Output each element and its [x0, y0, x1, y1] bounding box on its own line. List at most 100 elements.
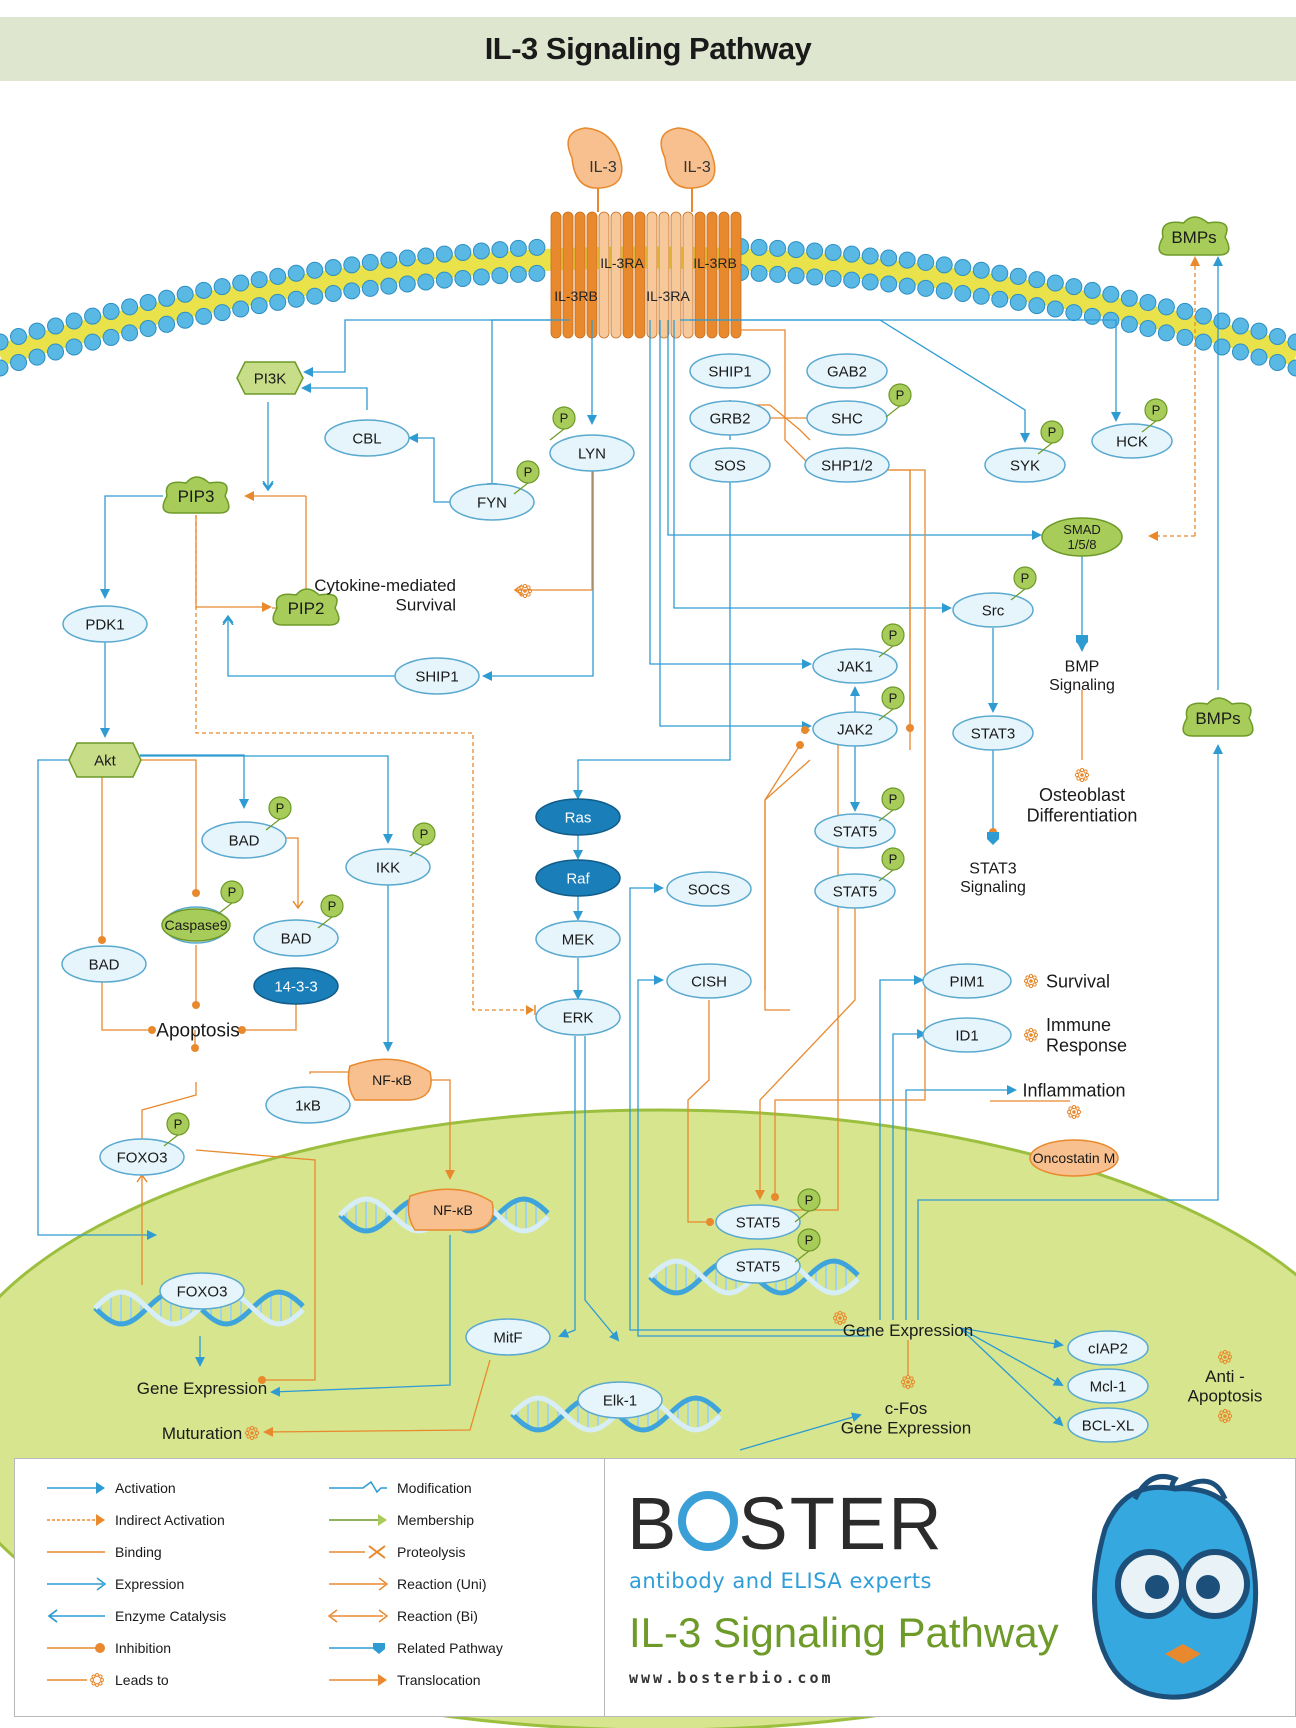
inflammation-outcome: Inflammation: [1022, 1080, 1125, 1100]
stat5-upper-node-label: STAT5: [833, 823, 877, 840]
pim1-node-label: PIM1: [949, 973, 984, 990]
bad-lower-phospho-label: P: [328, 899, 337, 914]
pdk1-node-shape: [62, 605, 148, 643]
brand-tagline: antibody and ELISA experts: [629, 1569, 933, 1593]
stat5-upper-node-shape: [814, 813, 896, 849]
shc-phospho-label: P: [896, 388, 905, 403]
lyn-phospho-label: P: [560, 411, 569, 426]
legend-enzyme-icon: [47, 1609, 105, 1623]
osteoblast-leads-icon: [1074, 767, 1090, 783]
mcl1-node-label: Mcl-1: [1090, 1378, 1127, 1395]
erk-node-label: ERK: [563, 1009, 594, 1026]
jak2-node-label: JAK2: [837, 721, 873, 738]
pi3k-node-shape: [236, 361, 304, 395]
src-node-shape: [952, 592, 1034, 628]
caspase9-shape: [161, 908, 231, 942]
brand-logo-right: STER: [738, 1482, 944, 1565]
legend-label: Enzyme Catalysis: [115, 1608, 227, 1624]
legend-item-translocation: Translocation: [325, 1669, 481, 1691]
stat5-nuclear-lower-phospho-icon: [797, 1228, 821, 1252]
legend-label: Indirect Activation: [115, 1512, 225, 1528]
legend-related-icon: [329, 1643, 385, 1654]
ikk-node-label: IKK: [376, 859, 400, 876]
hck-node-label: HCK: [1116, 433, 1148, 450]
id1-node-label: ID1: [955, 1027, 978, 1044]
fyn-node-shape: [449, 483, 535, 521]
stat5-lower-node-shape: [814, 873, 896, 909]
sos-node-label: SOS: [714, 457, 746, 474]
ship1-left-node-label: SHIP1: [415, 668, 458, 685]
legend-indirect-icon: [47, 1514, 105, 1526]
brand-logo-o-icon: [678, 1491, 739, 1551]
bad-upper-node-shape: [201, 821, 287, 859]
il3-receptor-complex: IL-3 IL-3 IL-3RA IL-3RB IL-3RB IL-3RA: [550, 127, 742, 339]
legend-translocation-icon: [329, 1674, 387, 1686]
akt-node-shape: [68, 742, 142, 778]
bad-left-node-label: BAD: [89, 956, 120, 973]
ship1-right-node-shape: [689, 353, 771, 389]
ship12-node-shape: [804, 447, 890, 483]
sos-node-shape: [689, 447, 771, 483]
maturation-outcome: Muturation: [162, 1424, 242, 1443]
src-phospho-label: P: [1021, 571, 1030, 586]
bad-upper-phospho-icon: [268, 796, 292, 820]
inflammation-leads-icon: [1066, 1104, 1082, 1120]
fyn-node-label: FYN: [477, 494, 507, 511]
page-title: IL-3 Signaling Pathway: [484, 31, 812, 66]
legend-proteolysis-icon: [329, 1545, 386, 1559]
bad-upper-node-label: BAD: [229, 832, 260, 849]
fyn-phospho-icon: [516, 460, 540, 484]
pim1-node-shape: [922, 963, 1012, 999]
erk-node-shape: [535, 998, 621, 1036]
bmp-related-pathway-icon: [1076, 635, 1088, 648]
gene-expression-leads-icon: [832, 1310, 848, 1326]
nfkb-nuclear-label: NF-κB: [433, 1202, 473, 1218]
legend-item-leads: Leads to: [43, 1669, 169, 1691]
lyn-node-label: LYN: [578, 445, 606, 462]
jak2-phospho-icon: [881, 686, 905, 710]
foxo3-upper-phospho-label: P: [174, 1117, 183, 1132]
legend-bi-icon: [327, 1609, 389, 1623]
foxo3-nuclear-node-shape: [159, 1272, 245, 1310]
caspase9-phospho-icon: [220, 880, 244, 904]
brand-logo-left: B: [627, 1482, 679, 1565]
immune-leads-icon: [1023, 1027, 1039, 1043]
cfos-leads-icon: [900, 1374, 916, 1390]
b1433-node-shape: [253, 967, 339, 1005]
il3-ligand-left: [567, 127, 623, 189]
mek-node-shape: [535, 920, 621, 958]
jak1-phospho-label: P: [889, 628, 898, 643]
foxo3-upper-node-shape: [99, 1138, 185, 1176]
stat5-upper-phospho-icon: [881, 787, 905, 811]
hck-node-shape: [1091, 423, 1173, 459]
stat5-upper-phospho-label: P: [889, 792, 898, 807]
jak1-node-shape: [812, 648, 898, 684]
ras-node-label: Ras: [565, 809, 592, 826]
legend-label: Related Pathway: [397, 1640, 503, 1656]
akt-node-label: Akt: [94, 752, 117, 769]
legend-label: Expression: [115, 1576, 185, 1592]
ship1-left-node-shape: [394, 657, 480, 695]
ship12-node-label: SHP1/2: [821, 457, 873, 474]
gene-expression-stat5-outcome: Gene Expression: [843, 1321, 973, 1340]
brand-url[interactable]: www.bosterbio.com: [629, 1669, 834, 1687]
nfkb-upper-label: NF-κB: [372, 1072, 412, 1088]
cish-node-label: CISH: [691, 973, 727, 990]
anti-apoptosis-outcome: Anti -Apoptosis: [1188, 1367, 1263, 1406]
legend-label: Translocation: [397, 1672, 481, 1688]
legend-item-related: Related Pathway: [325, 1637, 503, 1659]
legend-leads-icon: [47, 1673, 104, 1687]
pip2-node-shape: [272, 588, 340, 626]
maturation-leads-icon: [244, 1425, 260, 1441]
ikk-node-shape: [345, 848, 431, 886]
elk1-node-label: Elk-1: [603, 1392, 637, 1409]
ikb-node-label: 1κB: [295, 1097, 321, 1114]
